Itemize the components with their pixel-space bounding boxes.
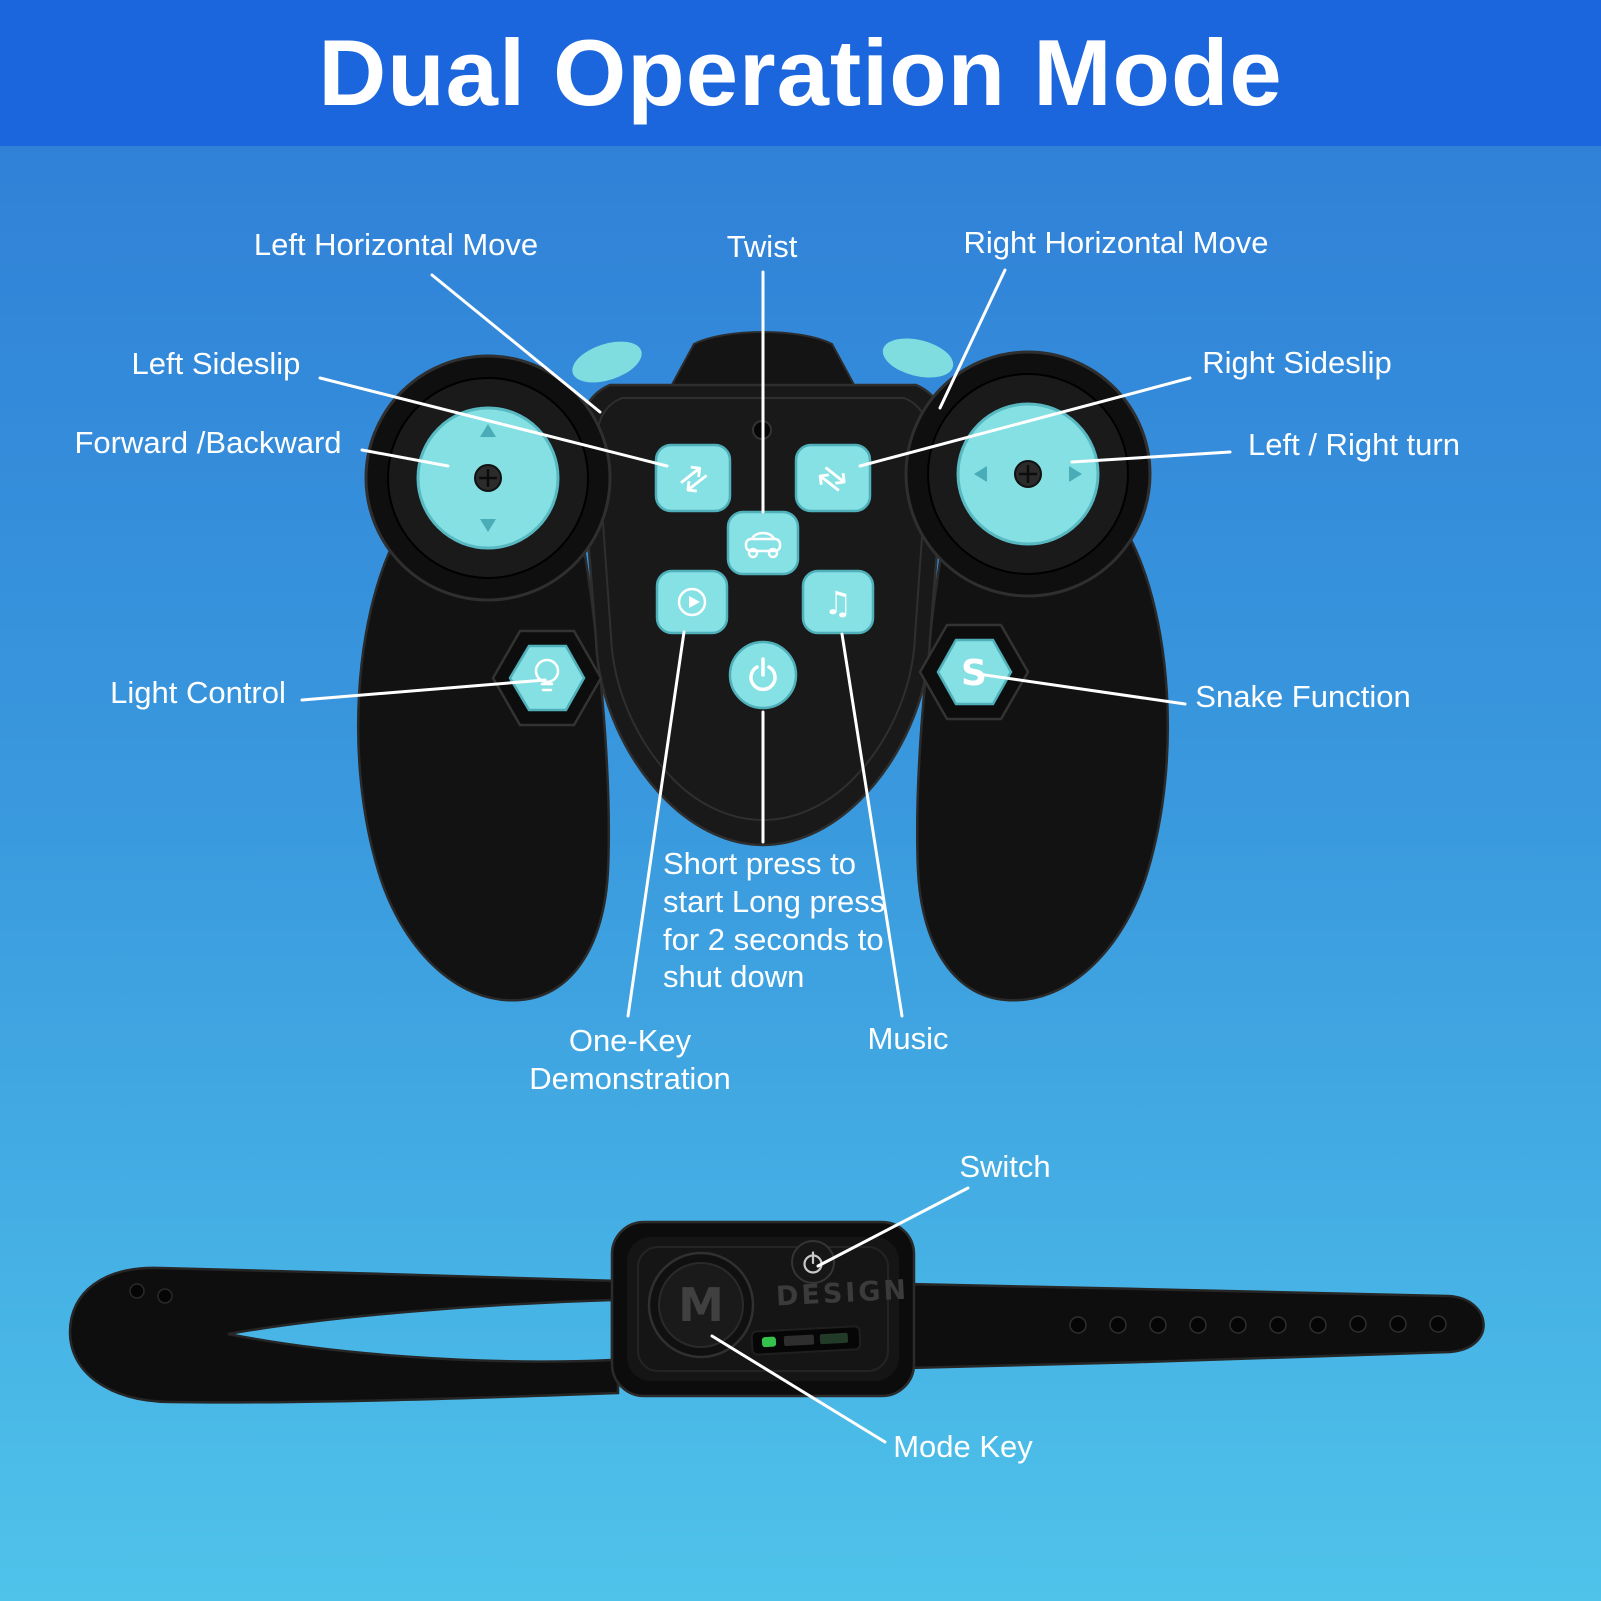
callout-music: Music	[867, 1021, 949, 1056]
callout-right-sideslip: Right Sideslip	[1202, 345, 1392, 380]
callout-switch: Switch	[959, 1149, 1051, 1184]
music-button	[801, 569, 875, 635]
left-sideslip-button	[654, 443, 732, 513]
line-right-sideslip	[858, 376, 1192, 468]
page-title: Dual Operation Mode	[318, 20, 1283, 125]
callout-light-control: Light Control	[110, 675, 286, 710]
left-grip	[356, 538, 611, 1002]
bulb-icon	[534, 658, 560, 692]
controller-illustration: S ⇄ ⇄	[356, 331, 1170, 1002]
line-switch	[816, 1186, 970, 1268]
right-joystick	[904, 350, 1152, 598]
wristband-module-edge	[637, 1246, 889, 1372]
line-left-sideslip	[318, 376, 669, 468]
callout-snake-function: Snake Function	[1195, 679, 1411, 714]
music-notes-icon: ♫	[824, 584, 853, 622]
line-snake-function	[976, 672, 1187, 706]
line-forward-backward	[360, 448, 450, 468]
center-button-cluster: ⇄ ⇄ ♫	[654, 443, 875, 710]
forward-arrow-icon	[480, 424, 496, 437]
callout-forward-backward: Forward /Backward	[74, 425, 342, 460]
line-music	[840, 632, 904, 1018]
callout-one-key-demonstration: One-Key Demonstration	[529, 1023, 731, 1096]
left-strap	[68, 1266, 620, 1404]
line-left-right-turn	[1070, 450, 1232, 464]
callout-left-right-turn: Left / Right turn	[1248, 427, 1460, 462]
left-joystick	[364, 354, 612, 602]
strap-stud	[157, 1288, 173, 1304]
left-stick-top	[572, 341, 642, 383]
right-sideslip-button	[794, 443, 872, 513]
band-brand-label: DESIGN	[775, 1275, 910, 1313]
light-control-button	[491, 629, 603, 727]
indicator-window	[750, 1325, 862, 1356]
power-icon	[749, 657, 777, 692]
right-grip	[915, 538, 1170, 1002]
left-turn-arrow-icon	[974, 466, 987, 482]
strap-stud	[129, 1283, 145, 1299]
right-turn-arrow-icon	[1069, 466, 1082, 482]
line-light-control	[300, 678, 547, 702]
callout-twist: Twist	[726, 229, 798, 264]
line-one-key-demo	[626, 630, 686, 1018]
callout-power-note: Short press to start Long press for 2 se…	[663, 846, 886, 995]
demo-play-icon	[677, 587, 707, 617]
strap-holes	[1069, 1315, 1447, 1334]
twist-button	[726, 510, 800, 576]
green-indicator-light	[761, 1336, 777, 1348]
header-band: Dual Operation Mode	[0, 0, 1601, 146]
callout-left-horizontal-move: Left Horizontal Move	[253, 227, 539, 262]
line-mode-key	[710, 1334, 887, 1444]
car-icon	[744, 531, 782, 559]
line-right-horizontal-move	[938, 268, 1007, 410]
mode-button-label: M	[678, 1278, 724, 1332]
callout-right-horizontal-move: Right Horizontal Move	[963, 225, 1269, 260]
wristband-mode-button: M	[647, 1251, 755, 1359]
right-stick-top	[882, 338, 954, 378]
wristband-illustration: M DESIGN	[68, 1220, 1485, 1404]
backward-arrow-icon	[480, 519, 496, 532]
callout-left-sideslip: Left Sideslip	[131, 346, 301, 381]
callout-mode-key: Mode Key	[893, 1429, 1033, 1464]
callout-lines	[300, 268, 1232, 1444]
line-left-horizontal-move	[430, 273, 602, 414]
